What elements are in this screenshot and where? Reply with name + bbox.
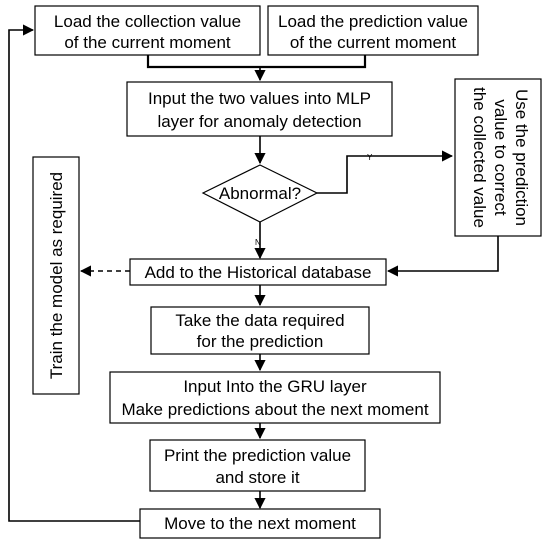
take-data-box: Take the data required for the predictio… [150,306,370,355]
load-prediction-line1: Load the prediction value [278,12,468,31]
take-data-line1: Take the data required [175,311,344,330]
gru-input-line1: Input Into the GRU layer [183,377,367,396]
next-moment-label: Move to the next moment [164,514,356,533]
load-collection-line1: Load the collection value [54,12,241,31]
merge-connector [146,55,367,69]
yes-label: Y [367,153,373,162]
correct-value-line2: value to correct [491,99,510,215]
mlp-input-line1: Input the two values into MLP [148,89,371,108]
correct-value-line3: the collected value [470,87,489,228]
load-prediction-line2: of the current moment [290,33,457,52]
correct-value-box: Use the prediction value to correct the … [454,78,542,237]
historical-database-box: Add to the Historical database [129,258,387,286]
train-model-box: Train the model as required [32,156,80,395]
print-prediction-line1: Print the prediction value [164,446,351,465]
train-model-label: Train the model as required [47,172,66,379]
gru-input-line2: Make predictions about the next moment [121,400,428,419]
mlp-input-line2: layer for anomaly detection [157,112,361,131]
take-data-line2: for the prediction [197,332,324,351]
correction-return-connector [386,236,499,277]
correct-value-line1: Use the prediction [512,89,531,226]
print-prediction-box: Print the prediction value and store it [149,439,366,492]
mlp-input-box: Input the two values into MLP layer for … [126,81,393,137]
historical-database-label: Add to the Historical database [145,263,372,282]
yes-branch-connector [317,150,454,194]
print-prediction-line2: and store it [215,468,299,487]
load-collection-box: Load the collection value of the current… [34,5,261,56]
next-moment-box: Move to the next moment [139,508,381,539]
no-label: N [255,238,261,247]
abnormal-decision-label: Abnormal? [219,184,301,203]
abnormal-decision: Abnormal? [201,164,319,223]
load-prediction-box: Load the prediction value of the current… [267,5,479,56]
loop-back-connector [8,24,140,522]
gru-input-box: Input Into the GRU layer Make prediction… [109,371,441,424]
load-collection-line2: of the current moment [64,33,231,52]
